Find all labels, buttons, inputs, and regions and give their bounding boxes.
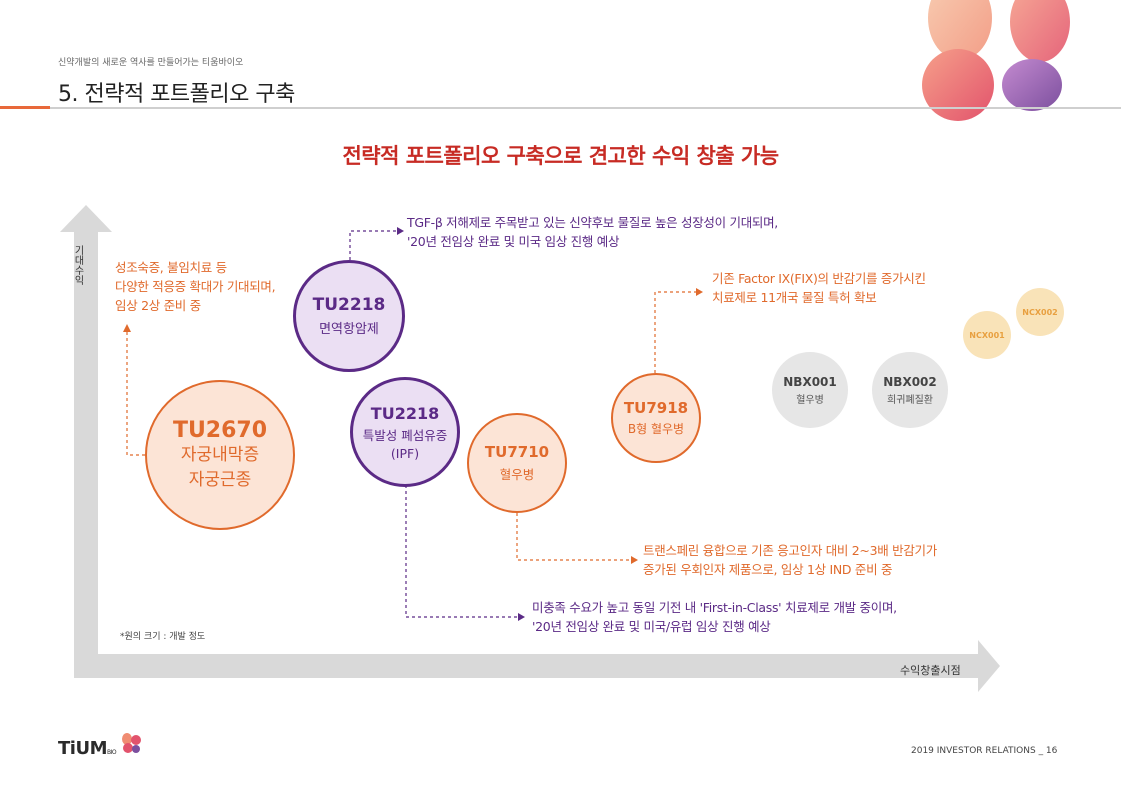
company-logo: TiUMBIO: [58, 733, 141, 759]
header-subtitle: 신약개발의 새로운 역사를 만들어가는 티움바이오: [58, 58, 244, 68]
circle-tu2218-immuno: TU2218 면역항암제: [293, 260, 405, 372]
note-tu2218-ipf: 미충족 수요가 높고 동일 기전 내 'First-in-Class' 치료제로…: [532, 598, 897, 636]
ncx002-name: NCX002: [1022, 307, 1058, 317]
connector-tu7918: [654, 291, 697, 373]
corner-logo-art: [922, 0, 1070, 121]
header-divider: [0, 107, 1121, 109]
axes: [60, 205, 1000, 692]
logo-flower-icon: [122, 733, 141, 753]
tu2670-line2: 자궁근종: [188, 469, 252, 490]
logo-text: TiUM: [58, 738, 107, 759]
slide-headline: 전략적 포트폴리오 구축으로 견고한 수익 창출 가능: [342, 144, 779, 168]
note-tu2670-line: 다양한 적응증 확대가 기대되며,: [115, 279, 276, 294]
header-divider-accent: [0, 106, 50, 109]
note-tu7710-line: 증가된 우회인자 제품으로, 임상 1상 IND 준비 중: [643, 562, 893, 577]
tu2218a-name: TU2218: [312, 295, 386, 315]
note-tu2218a-line: TGF-β 저해제로 주목받고 있는 신약후보 물질로 높은 성장성이 기대되며…: [407, 215, 778, 230]
tu7710-name: TU7710: [484, 443, 550, 461]
circle-tu2670: TU2670 자궁내막증 자궁근종: [145, 380, 295, 530]
ncx001-name: NCX001: [969, 330, 1005, 340]
page-title: 5. 전략적 포트폴리오 구축: [58, 82, 295, 107]
tu2218b-line1: 특발성 폐섬유증: [362, 427, 448, 443]
connector-tu2218b: [405, 485, 519, 618]
footnote: *원의 크기 : 개발 정도: [120, 632, 206, 642]
circle-tu2218-ipf: TU2218 특발성 폐섬유증 (IPF): [350, 377, 460, 487]
circle-ncx001: NCX001: [963, 311, 1011, 359]
page-footer: 2019 INVESTOR RELATIONS _ 16: [911, 746, 1058, 756]
tu2218b-line2: (IPF): [390, 445, 420, 461]
note-tu2218-immuno: TGF-β 저해제로 주목받고 있는 신약후보 물질로 높은 성장성이 기대되며…: [407, 213, 778, 251]
connectors: [126, 230, 697, 618]
circle-tu7710: TU7710 혈우병: [467, 413, 567, 513]
circle-nbx001: NBX001 혈우병: [772, 352, 848, 428]
nbx001-name: NBX001: [783, 374, 837, 389]
tu7918-name: TU7918: [623, 399, 689, 417]
note-tu2218a-line: '20년 전임상 완료 및 미국 임상 진행 예상: [407, 234, 620, 249]
nbx001-line1: 혈우병: [796, 394, 824, 406]
note-tu7918-line: 기존 Factor IX(FIX)의 반감기를 증가시킨: [712, 271, 926, 286]
circle-ncx002: NCX002: [1016, 288, 1064, 336]
connector-tu7710: [516, 513, 632, 561]
connector-arrowheads: [123, 227, 703, 621]
tu7918-line1: B형 혈우병: [627, 422, 685, 436]
nbx002-name: NBX002: [883, 374, 937, 389]
tu2218b-name: TU2218: [370, 403, 440, 423]
note-tu2218b-line: '20년 전임상 완료 및 미국/유럽 임상 진행 예상: [532, 619, 771, 634]
circle-nbx002: NBX002 희귀폐질환: [872, 352, 948, 428]
circle-tu7918: TU7918 B형 혈우병: [611, 373, 701, 463]
tu7710-line1: 혈우병: [499, 467, 535, 482]
note-tu2670-line: 임상 2상 준비 중: [115, 298, 201, 313]
connector-tu2670: [126, 330, 145, 456]
note-tu7710-line: 트랜스페린 융합으로 기존 응고인자 대비 2~3배 반감기가: [643, 543, 937, 558]
note-tu7918: 기존 Factor IX(FIX)의 반감기를 증가시킨 치료제로 11개국 물…: [712, 269, 926, 307]
note-tu7918-line: 치료제로 11개국 물질 특허 확보: [712, 290, 877, 305]
note-tu2670: 성조숙증, 불임치료 등 다양한 적응증 확대가 기대되며, 임상 2상 준비 …: [115, 258, 276, 315]
note-tu2670-line: 성조숙증, 불임치료 등: [115, 260, 227, 275]
tu2670-name: TU2670: [172, 417, 268, 443]
tu2218a-line1: 면역항암제: [319, 322, 379, 337]
x-axis-label: 수익창출시점: [900, 664, 961, 677]
y-axis-label: 기대수익: [72, 245, 83, 285]
nbx002-line1: 희귀폐질환: [887, 394, 933, 406]
logo-sub-text: BIO: [106, 749, 117, 756]
note-tu7710: 트랜스페린 융합으로 기존 응고인자 대비 2~3배 반감기가 증가된 우회인자…: [643, 541, 937, 579]
tu2670-line1: 자궁내막증: [180, 444, 260, 465]
note-tu2218b-line: 미충족 수요가 높고 동일 기전 내 'First-in-Class' 치료제로…: [532, 600, 897, 615]
connector-tu2218a: [349, 230, 398, 260]
